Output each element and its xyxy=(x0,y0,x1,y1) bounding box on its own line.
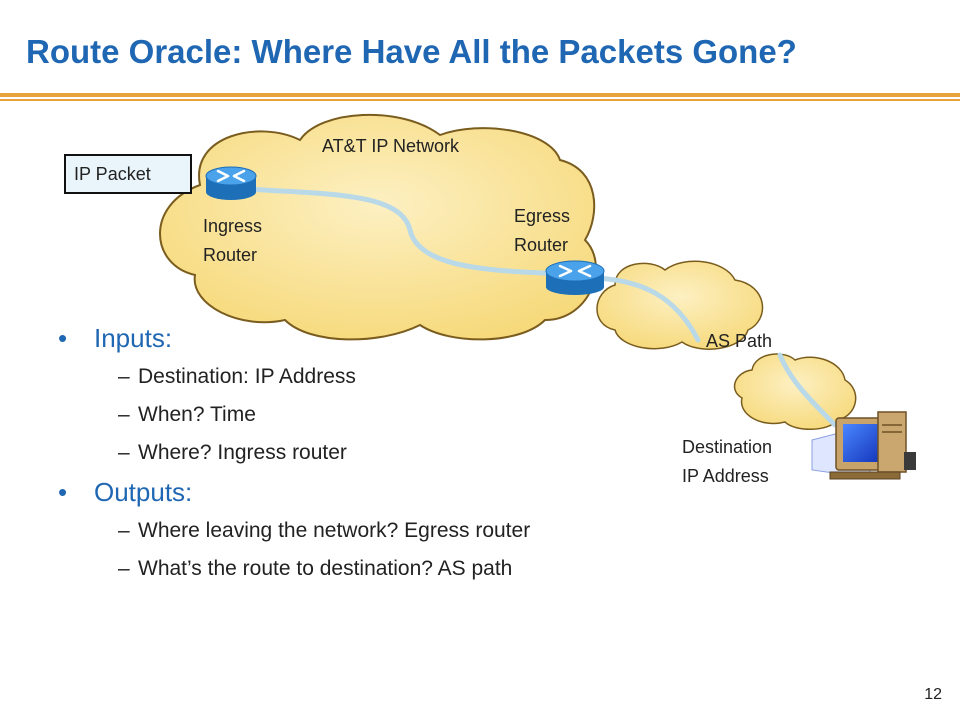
ip-packet-box: IP Packet xyxy=(64,154,192,194)
ingress-label-line1: Ingress xyxy=(203,216,263,236)
ingress-label-line2: Router xyxy=(203,245,258,265)
as-path-line xyxy=(592,275,701,343)
sub-bullet: –Where leaving the network? Egress route… xyxy=(118,519,531,542)
bullet-dot-icon: • xyxy=(58,323,68,353)
as-path-line-2 xyxy=(777,352,838,428)
page-title: Route Oracle: Where Have All the Packets… xyxy=(26,33,797,70)
bullet-list: • Inputs: –Destination: IP Address –When… xyxy=(58,318,530,588)
destination-label: Destination IP Address xyxy=(682,433,772,491)
bullet-inputs: • Inputs: xyxy=(58,318,530,358)
egress-router-icon xyxy=(545,260,605,295)
bullet-dot-icon: • xyxy=(58,477,68,507)
ingress-router-label: Ingress Router xyxy=(203,212,262,270)
sub-bullet: –What’s the route to destination? AS pat… xyxy=(118,557,513,580)
title-rule xyxy=(0,93,960,97)
destination-label-line1: Destination xyxy=(682,437,773,457)
destination-computer-icon xyxy=(811,411,916,480)
egress-label-line1: Egress xyxy=(514,206,571,226)
egress-router-label: Egress Router xyxy=(514,202,570,260)
destination-label-line2: IP Address xyxy=(682,466,769,486)
sub-bullet: –Destination: IP Address xyxy=(118,365,356,388)
packet-path xyxy=(233,185,578,278)
as-path-label: AS Path xyxy=(706,331,773,351)
network-label: AT&T IP Network xyxy=(322,136,460,156)
sub-bullet: –When? Time xyxy=(118,403,256,426)
sub-bullet: –Where? Ingress router xyxy=(118,441,347,464)
ingress-router-icon xyxy=(205,166,257,200)
title-rule-thin xyxy=(0,99,960,101)
egress-label-line2: Router xyxy=(514,235,569,255)
bullet-outputs: • Outputs: xyxy=(58,472,530,512)
page-number: 12 xyxy=(924,686,942,703)
